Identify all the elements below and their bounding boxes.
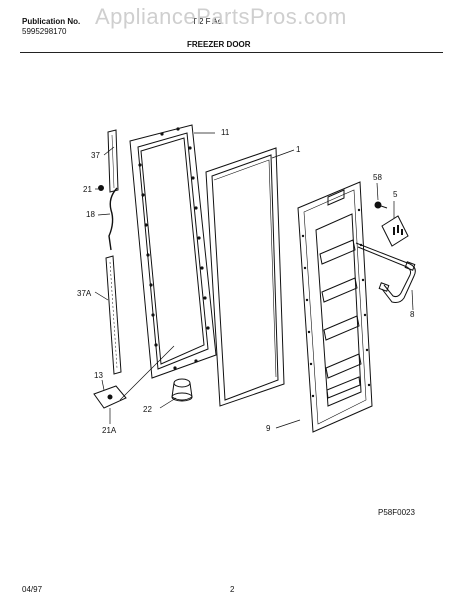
watermark: AppliancePartsPros.com (95, 4, 347, 29)
door-rod (108, 187, 118, 251)
callout-21a: 21A (102, 426, 117, 435)
callout-13: 13 (94, 371, 103, 380)
callout-37: 37 (91, 151, 100, 160)
screw (374, 201, 388, 209)
publication-label: Publication No. (22, 17, 81, 26)
diagram-code: P58F0023 (378, 508, 415, 517)
page-number: 2 (230, 585, 235, 594)
callout-22: 22 (143, 405, 152, 414)
publication-number: 5995298170 (22, 27, 67, 36)
model-number: T 2 F Ac (192, 17, 222, 26)
callout-9: 9 (266, 424, 271, 433)
header-rule (20, 52, 443, 53)
door-stop (171, 378, 193, 402)
shelf-retainer-bar (355, 242, 416, 303)
lower-hinge-strip (105, 255, 122, 375)
footer-date: 04/97 (22, 585, 43, 594)
section-title: FREEZER DOOR (187, 40, 251, 49)
callout-11: 11 (221, 128, 230, 137)
hinge-bracket (93, 385, 127, 409)
door-panel (205, 147, 285, 407)
callout-1: 1 (296, 145, 301, 154)
callout-8: 8 (410, 310, 415, 319)
callout-37a: 37A (77, 289, 92, 298)
callout-18: 18 (86, 210, 95, 219)
small-screw (98, 185, 104, 191)
callout-5: 5 (393, 190, 398, 199)
callout-58: 58 (373, 173, 382, 182)
door-liner-with-shelves (297, 181, 373, 433)
hinge-strip (107, 129, 119, 193)
callout-21: 21 (83, 185, 92, 194)
hinge-cover (381, 215, 409, 247)
door-gasket-frame (129, 124, 217, 379)
